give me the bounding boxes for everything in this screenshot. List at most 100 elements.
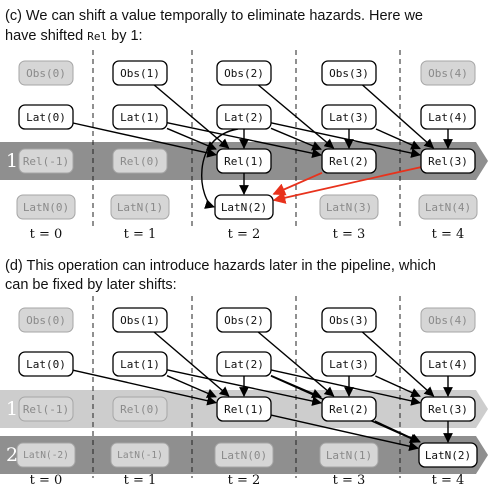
caption-text: by 1: — [107, 28, 142, 44]
node-lat0: Lat(0) — [18, 351, 74, 377]
node-box — [321, 307, 377, 333]
node-obs3: Obs(3) — [321, 60, 377, 86]
time-label: t = 3 — [333, 227, 366, 242]
node-label: LatN(3) — [326, 201, 372, 214]
hazard-edge — [272, 166, 422, 204]
node-box — [112, 148, 168, 174]
node-box — [216, 148, 272, 174]
node-label: Obs(4) — [428, 67, 468, 80]
node-label: LatN(1) — [117, 201, 163, 214]
node-label: Obs(3) — [329, 67, 369, 80]
dependency-edges — [72, 331, 453, 452]
node-rel3: Rel(3) — [420, 396, 476, 422]
node-label: LatN(2) — [221, 201, 267, 214]
node-obs0: Obs(0) — [18, 307, 74, 333]
node-label: Lat(1) — [120, 358, 160, 371]
node-obs4: Obs(4) — [420, 307, 476, 333]
node-label: LatN(1) — [326, 449, 372, 462]
dependency-edge — [375, 375, 421, 398]
node-box — [418, 194, 478, 220]
node-obs1: Obs(1) — [112, 307, 168, 333]
node-box — [321, 60, 377, 86]
node-lat3: Lat(3) — [321, 351, 377, 377]
node-label: Rel(2) — [329, 155, 369, 168]
dependency-edge — [153, 331, 230, 397]
dependency-edge — [270, 414, 419, 452]
panel-c-caption-line2: have shifted Rel by 1: — [5, 28, 143, 44]
node-grid: Obs(0)Obs(1)Obs(2)Obs(3)Obs(4)Lat(0)Lat(… — [16, 307, 478, 468]
node-box — [319, 194, 379, 220]
node-latn1: LatN(1) — [319, 442, 379, 468]
time-label: t = 1 — [124, 227, 157, 242]
node-label: Rel(-1) — [23, 403, 69, 416]
node-label: Lat(3) — [329, 111, 369, 124]
dependency-edge — [257, 84, 335, 149]
node-label: Lat(2) — [224, 358, 264, 371]
dependency-edges — [72, 84, 453, 209]
node-lat4: Lat(4) — [420, 104, 476, 130]
dependency-edge — [166, 127, 217, 151]
stage-label-1: 1 — [6, 398, 18, 420]
node-label: Obs(4) — [428, 314, 468, 327]
node-latn0: LatN(0) — [16, 194, 76, 220]
node-label: Lat(2) — [224, 111, 264, 124]
node-grid: Obs(0)Obs(1)Obs(2)Obs(3)Obs(4)Lat(0)Lat(… — [16, 60, 478, 220]
dependency-edge — [166, 375, 217, 398]
dependency-edge — [374, 420, 421, 443]
node-box — [214, 442, 274, 468]
panel-d-caption-line2: can be fixed by later shifts: — [5, 277, 177, 293]
node-rel1: Rel(1) — [216, 148, 272, 174]
node-relm1: Rel(-1) — [18, 396, 74, 422]
node-box — [112, 396, 168, 422]
node-latn2: LatN(2) — [418, 442, 478, 468]
node-obs4: Obs(4) — [420, 60, 476, 86]
node-box — [319, 442, 379, 468]
node-obs2: Obs(2) — [216, 307, 272, 333]
node-box — [420, 307, 476, 333]
node-obs0: Obs(0) — [18, 60, 74, 86]
node-box — [18, 104, 74, 130]
node-latn3: LatN(3) — [319, 194, 379, 220]
caption-text: have shifted — [5, 28, 87, 44]
dependency-edge — [362, 84, 435, 149]
node-box — [16, 442, 76, 468]
node-label: Lat(4) — [428, 358, 468, 371]
time-label: t = 1 — [124, 473, 157, 488]
node-label: Obs(0) — [26, 67, 66, 80]
node-label: LatN(-2) — [23, 450, 69, 461]
node-box — [216, 351, 272, 377]
time-label: t = 4 — [432, 227, 465, 242]
node-box — [321, 104, 377, 130]
caption-code: Rel — [87, 30, 107, 43]
dependency-edge — [201, 128, 239, 209]
node-rel0: Rel(0) — [112, 396, 168, 422]
node-box — [420, 351, 476, 377]
node-box — [18, 148, 74, 174]
node-label: LatN(0) — [221, 449, 267, 462]
node-lat3: Lat(3) — [321, 104, 377, 130]
node-box — [110, 442, 170, 468]
node-box — [420, 60, 476, 86]
time-label: t = 2 — [228, 473, 261, 488]
node-box — [321, 396, 377, 422]
node-lat2: Lat(2) — [216, 104, 272, 130]
node-rel0: Rel(0) — [112, 148, 168, 174]
node-latn1: LatN(1) — [110, 194, 170, 220]
node-label: Rel(3) — [428, 403, 468, 416]
time-label: t = 2 — [228, 227, 261, 242]
node-label: Rel(0) — [120, 155, 160, 168]
node-box — [214, 194, 274, 220]
node-label: Lat(1) — [120, 111, 160, 124]
node-rel2: Rel(2) — [321, 148, 377, 174]
node-label: LatN(-1) — [117, 450, 163, 461]
node-label: Rel(3) — [428, 155, 468, 168]
node-box — [420, 396, 476, 422]
panel-c: (c) We can shift a value temporally to e… — [0, 8, 488, 242]
node-box — [420, 104, 476, 130]
dependency-edge — [153, 84, 230, 149]
node-label: Rel(0) — [120, 403, 160, 416]
node-label: Rel(1) — [224, 155, 264, 168]
dependency-edge — [270, 127, 322, 151]
